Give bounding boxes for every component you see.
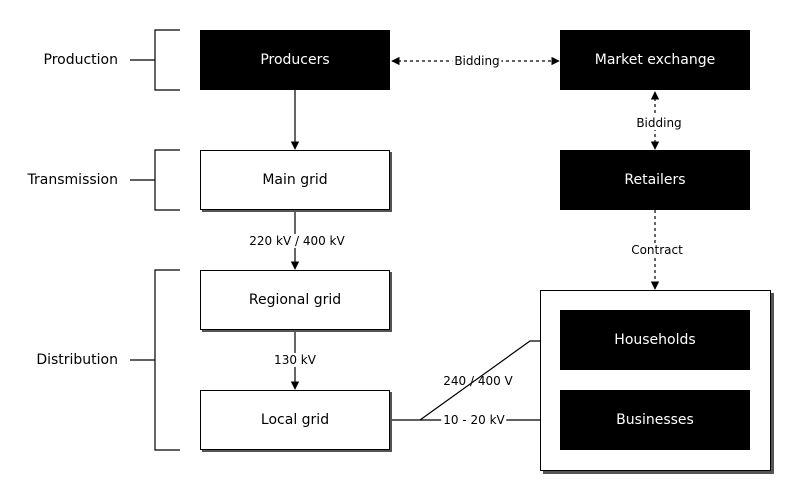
main-grid-node: Main grid [200, 150, 390, 210]
businesses-node: Businesses [560, 390, 750, 450]
households-voltage-label: 240 / 400 V [443, 374, 513, 388]
households-node: Households [560, 310, 750, 370]
regional-grid-node: Regional grid [200, 270, 390, 330]
stage-label-transmission: Transmission [27, 172, 118, 188]
main-to-regional-voltage-label: 220 kV / 400 kV [247, 234, 347, 248]
stage-label-distribution: Distribution [36, 352, 118, 368]
main-grid-label: Main grid [262, 172, 328, 188]
regional-grid-label: Regional grid [248, 292, 342, 308]
retailers-node: Retailers [560, 150, 750, 210]
distribution-bracket [130, 269, 180, 451]
bidding-side-label: Bidding [634, 116, 684, 130]
retailers-label: Retailers [624, 172, 686, 188]
stage-label-production: Production [43, 52, 118, 68]
transmission-bracket [130, 149, 180, 211]
businesses-label: Businesses [616, 412, 694, 428]
market-exchange-label: Market exchange [594, 52, 716, 68]
local-grid-to-households-line [390, 340, 540, 421]
regional-to-local-voltage-label: 130 kV [272, 353, 318, 367]
bidding-top-label: Bidding [452, 54, 502, 68]
producers-node: Producers [200, 30, 390, 90]
market-exchange-node: Market exchange [560, 30, 750, 90]
local-grid-node: Local grid [200, 390, 390, 450]
households-label: Households [614, 332, 696, 348]
businesses-voltage-label: 10 - 20 kV [441, 413, 507, 427]
contract-label: Contract [629, 243, 685, 257]
production-bracket [130, 29, 180, 91]
local-grid-label: Local grid [260, 412, 330, 428]
producers-label: Producers [260, 52, 330, 68]
